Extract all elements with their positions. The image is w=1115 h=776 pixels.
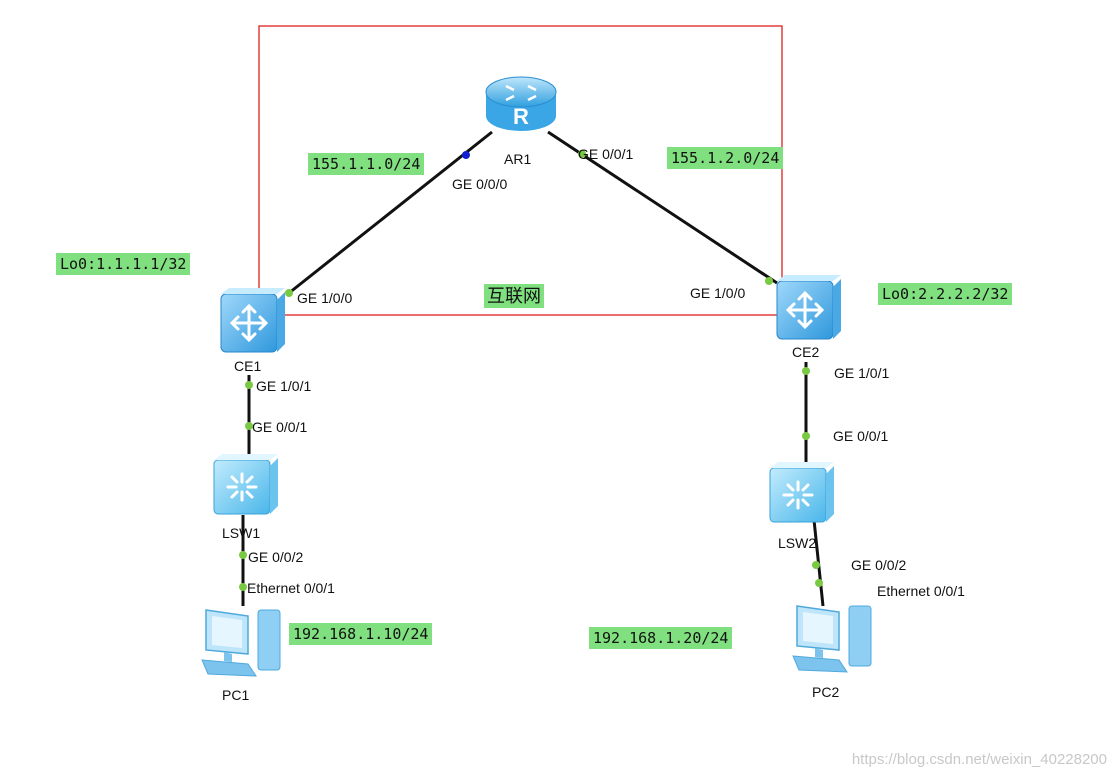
tag-loopback-ce2: Lo0:2.2.2.2/32	[878, 283, 1013, 305]
label-ce1: CE1	[234, 358, 262, 374]
port-label-ce2-ge101: GE 1/0/1	[834, 365, 890, 381]
port-label-ce1-ge100: GE 1/0/0	[297, 290, 353, 306]
switch-lsw1[interactable]	[212, 452, 280, 521]
label-pc1: PC1	[222, 687, 250, 703]
port-label-ce1-ge101: GE 1/0/1	[256, 378, 312, 394]
port-label-pc1-eth: Ethernet 0/0/1	[247, 580, 335, 596]
port-dot-pc1-eth[interactable]	[239, 583, 247, 591]
port-dot-pc2-eth[interactable]	[815, 579, 823, 587]
port-dot-ce2-ge100[interactable]	[765, 277, 773, 285]
port-label-ar1-ge000: GE 0/0/0	[452, 176, 508, 192]
tag-ip-pc1: 192.168.1.10/24	[289, 623, 433, 645]
port-dot-lsw1-ge001[interactable]	[245, 422, 253, 430]
label-lsw2: LSW2	[778, 535, 817, 551]
pc1[interactable]	[198, 604, 282, 687]
internet-zone-label: 互联网	[484, 284, 544, 308]
label-ar1: AR1	[504, 151, 532, 167]
switch-ce2[interactable]	[775, 273, 843, 346]
port-label-lsw2-ge001: GE 0/0/1	[833, 428, 889, 444]
port-dot-ce1-ge101[interactable]	[245, 381, 253, 389]
internet-zone-boundary	[258, 25, 783, 316]
label-ce2: CE2	[792, 344, 820, 360]
l2-switch-icon	[213, 454, 278, 515]
port-dot-ce2-ge101[interactable]	[802, 367, 810, 375]
tag-network-155-1-2-0: 155.1.2.0/24	[667, 147, 784, 169]
watermark: https://blog.csdn.net/weixin_40228200	[851, 751, 1107, 768]
svg-text:R: R	[513, 104, 529, 129]
router-icon: R	[485, 76, 557, 131]
router-ar1[interactable]: R	[484, 72, 558, 141]
port-dot-lsw2-ge002[interactable]	[812, 561, 820, 569]
port-dot-ar1-ge001[interactable]	[578, 150, 586, 158]
pc-icon	[201, 609, 281, 677]
port-label-lsw2-ge002: GE 0/0/2	[851, 557, 907, 573]
port-dot-ar1-ge000[interactable]	[462, 151, 470, 159]
port-label-lsw1-ge002: GE 0/0/2	[248, 549, 304, 565]
port-label-lsw1-ge001: GE 0/0/1	[252, 419, 308, 435]
port-dot-lsw1-ge002[interactable]	[239, 551, 247, 559]
port-label-ce2-ge100: GE 1/0/0	[690, 285, 746, 301]
link-ar1-ce2[interactable]	[547, 130, 778, 285]
l3-switch-icon	[776, 275, 841, 340]
port-dot-lsw2-ge001[interactable]	[802, 432, 810, 440]
pc2[interactable]	[789, 600, 873, 683]
tag-network-155-1-1-0: 155.1.1.0/24	[308, 153, 425, 175]
tag-ip-pc2: 192.168.1.20/24	[589, 627, 733, 649]
port-label-pc2-eth: Ethernet 0/0/1	[877, 583, 965, 599]
pc-icon	[792, 605, 872, 673]
tag-loopback-ce1: Lo0:1.1.1.1/32	[56, 253, 191, 275]
port-label-ar1-ge001: GE 0/0/1	[578, 146, 634, 162]
switch-ce1[interactable]	[219, 286, 287, 359]
link-ar1-ce1[interactable]	[288, 130, 493, 295]
label-lsw1: LSW1	[222, 525, 261, 541]
label-pc2: PC2	[812, 684, 840, 700]
port-dot-ce1-ge100[interactable]	[285, 289, 293, 297]
l3-switch-icon	[220, 288, 285, 353]
switch-lsw2[interactable]	[768, 460, 836, 529]
l2-switch-icon	[769, 462, 834, 523]
